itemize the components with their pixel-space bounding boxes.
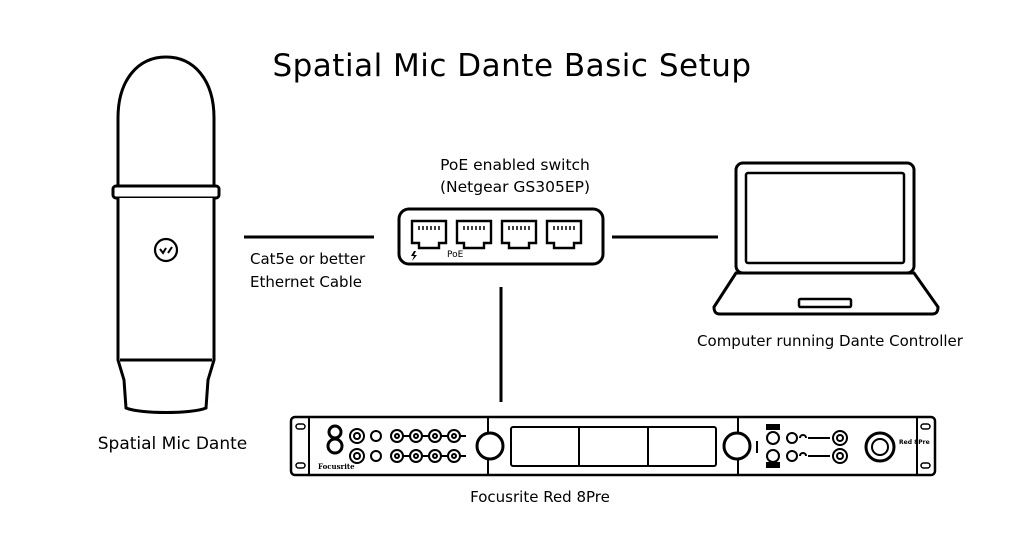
interface-label: Focusrite Red 8Pre [470,488,610,506]
diagram-title: Spatial Mic Dante Basic Setup [272,48,752,84]
laptop-computer-icon [712,161,940,316]
spatial-mic-dante-icon [111,55,221,414]
switch-label-line1: PoE enabled switch [440,156,590,174]
microphone-label: Spatial Mic Dante [97,434,248,454]
computer-label: Computer running Dante Controller [697,332,963,350]
red-8pre-model-mark: Red 8Pre [899,439,930,446]
cable-label: Cat5e or better Ethernet Cable [250,248,365,294]
cable-label-line1: Cat5e or better [250,250,366,268]
poe-port-label: PoE [447,250,464,260]
focusrite-red-8pre-icon [289,415,937,477]
cable-label-line2: Ethernet Cable [250,273,362,291]
focusrite-brand-mark: Focusrite [318,462,355,471]
switch-label: PoE enabled switch (Netgear GS305EP) [395,154,635,198]
poe-switch-icon [397,207,605,266]
switch-label-line2: (Netgear GS305EP) [439,178,591,196]
